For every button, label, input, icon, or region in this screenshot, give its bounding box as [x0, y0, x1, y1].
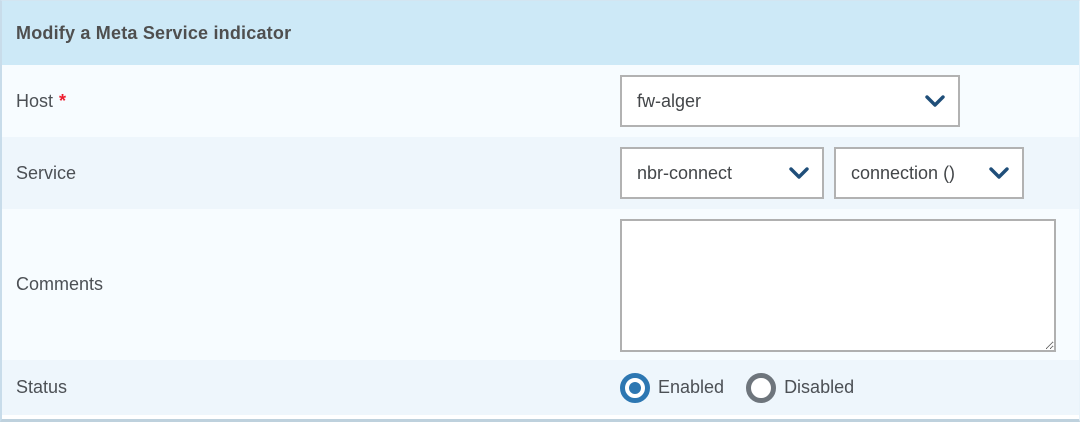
chevron-down-icon [989, 166, 1009, 180]
page-title: Modify a Meta Service indicator [16, 22, 292, 43]
form-row-host: Host * fw-alger [2, 65, 1079, 137]
host-label: Host [16, 90, 54, 111]
host-select[interactable]: fw-alger [620, 75, 960, 127]
host-select-value: fw-alger [637, 90, 702, 111]
service-label: Service [16, 162, 77, 183]
panel-header: Modify a Meta Service indicator [2, 1, 1079, 65]
radio-unselected-icon[interactable] [746, 372, 777, 403]
comments-textarea[interactable] [620, 219, 1056, 352]
service-select-value: nbr-connect [637, 162, 733, 183]
status-enabled-label: Enabled [658, 377, 725, 397]
status-option-disabled[interactable]: Disabled [746, 372, 855, 403]
form-row-service: Service nbr-connect connection () [2, 137, 1079, 209]
comments-label: Comments [16, 274, 104, 294]
metric-select-value: connection () [851, 162, 956, 183]
required-asterisk: * [59, 90, 67, 111]
status-option-enabled[interactable]: Enabled [620, 372, 725, 403]
chevron-down-icon [925, 94, 945, 108]
chevron-down-icon [789, 166, 809, 180]
metric-select[interactable]: connection () [834, 147, 1024, 199]
form-row-status: Status Enabled Disabled [2, 360, 1079, 415]
status-disabled-label: Disabled [784, 377, 855, 397]
status-label: Status [16, 377, 68, 397]
radio-selected-icon[interactable] [620, 372, 650, 403]
service-select[interactable]: nbr-connect [620, 147, 824, 199]
status-radio-group: Enabled Disabled [620, 372, 855, 403]
form-row-comments: Comments [2, 209, 1079, 360]
